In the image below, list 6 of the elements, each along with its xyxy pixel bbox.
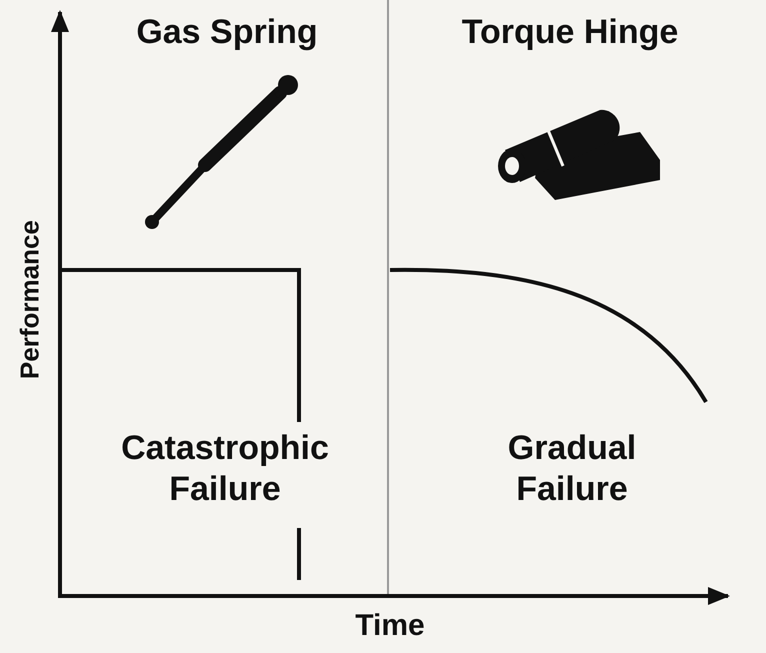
failure-label: Gradual Failure bbox=[506, 428, 638, 510]
failure-label: Catastrophic Failure bbox=[120, 428, 330, 510]
axis-label: Time bbox=[354, 608, 426, 644]
panel-title: Gas Spring bbox=[135, 12, 319, 53]
panel-title: Torque Hinge bbox=[460, 12, 680, 53]
axis-label: Performance bbox=[14, 220, 46, 382]
